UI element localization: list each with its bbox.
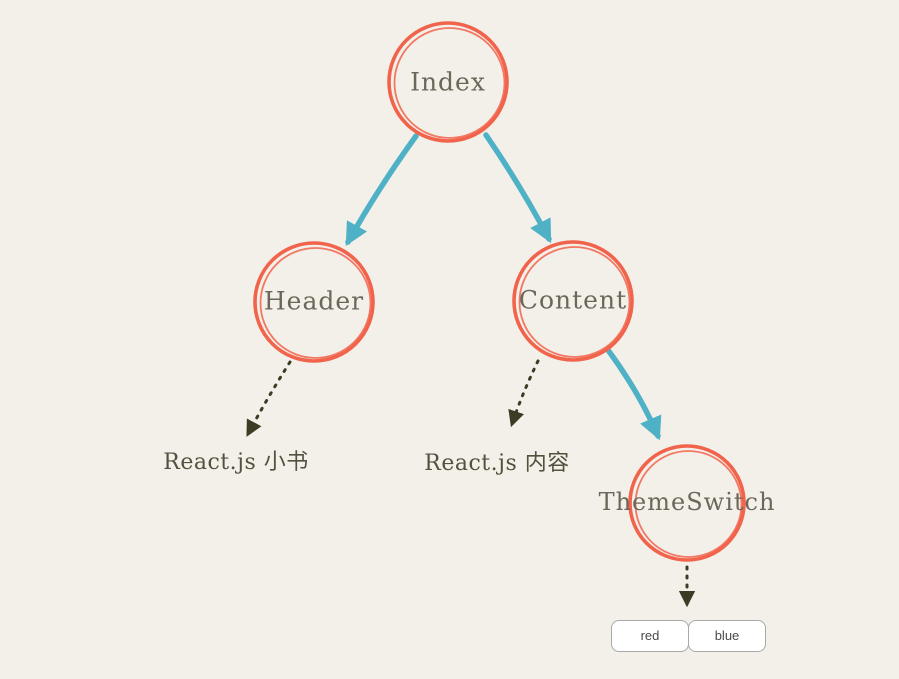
content-node-circle: [512, 240, 634, 362]
header-node-circle-inner: [259, 247, 372, 359]
edge-header-to-annotation: [246, 360, 292, 437]
node-label-themeswitch: ThemeSwitch: [598, 488, 776, 516]
annotation-content-output: React.js 内容: [424, 451, 570, 476]
node-label-content: Content: [518, 285, 628, 315]
index-node-circle: [387, 21, 509, 143]
node-label-index: Index: [410, 67, 486, 97]
header-node-circle: [253, 241, 375, 363]
content-node-circle-inner: [518, 246, 631, 358]
edge-content-to-annotation: [508, 359, 540, 428]
node-label-header: Header: [263, 286, 365, 316]
annotation-header-output: React.js 小书: [163, 450, 309, 475]
edge-index-to-header: [345, 133, 419, 247]
edge-index-to-content: [483, 132, 552, 244]
edge-content-to-themeswitch: [605, 347, 662, 441]
index-node-circle-inner: [393, 27, 506, 139]
theme-button-group: red blue: [611, 620, 766, 652]
themeswitch-node-circle: [628, 444, 746, 562]
themeswitch-node-circle-inner: [634, 450, 743, 558]
red-button[interactable]: red: [611, 620, 689, 652]
blue-button[interactable]: blue: [688, 620, 766, 652]
